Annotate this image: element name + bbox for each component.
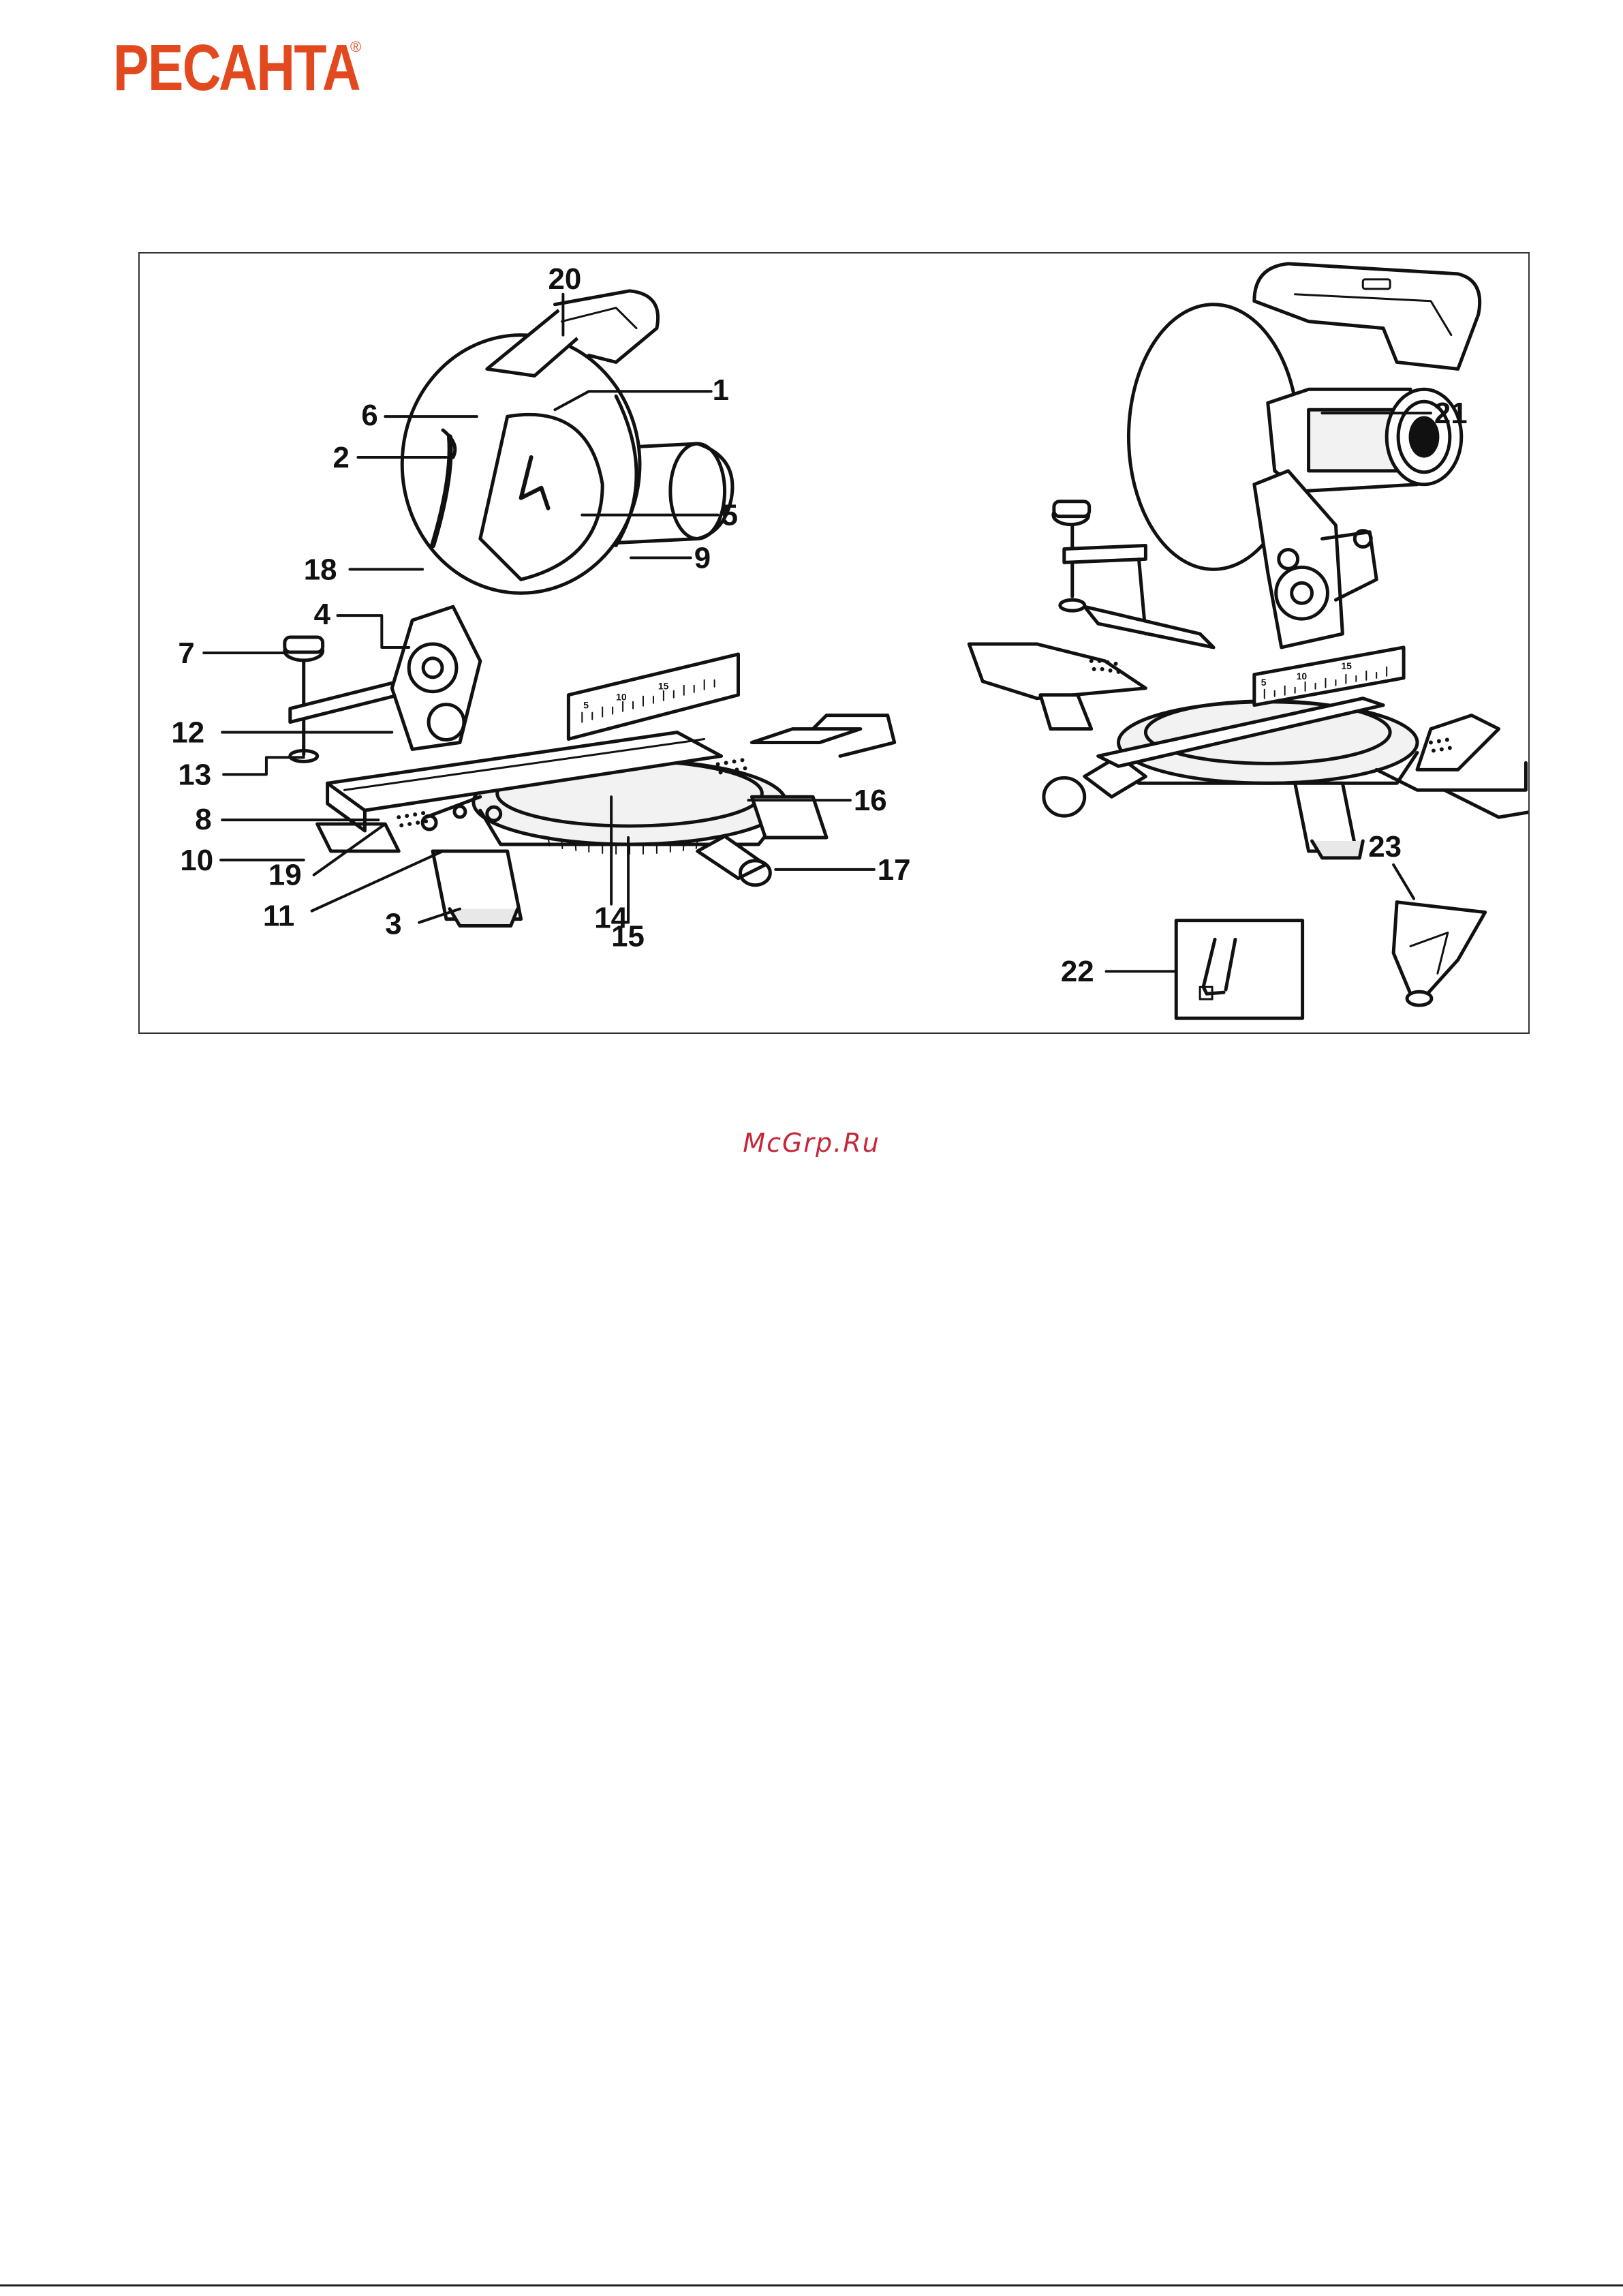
callout-6: 6 <box>361 399 377 432</box>
callout-19: 19 <box>268 859 302 892</box>
callout-20: 20 <box>548 262 581 296</box>
callout-2: 2 <box>333 441 350 474</box>
hex-key-box <box>1176 921 1302 1018</box>
ruler-left-15: 15 <box>658 681 669 692</box>
brand-logo: РЕСАНТА ® <box>113 34 414 102</box>
callout-18: 18 <box>304 553 337 586</box>
callout-9: 9 <box>694 541 711 575</box>
right-saw-drawing <box>969 264 1528 858</box>
ruler-right-15: 15 <box>1341 660 1352 671</box>
callout-17: 17 <box>878 853 911 887</box>
ruler-left-10: 10 <box>616 692 627 703</box>
brand-logo-text: РЕСАНТА <box>113 34 360 102</box>
callout-23: 23 <box>1368 830 1402 863</box>
registered-mark: ® <box>350 38 361 56</box>
callout-16: 16 <box>854 784 887 817</box>
parts-diagram-figure: 20 1 6 2 5 9 18 4 7 12 13 8 10 19 11 3 1… <box>138 252 1530 1034</box>
callout-7: 7 <box>178 637 194 670</box>
ruler-right-5: 5 <box>1261 677 1267 688</box>
watermark-text: McGrp.Ru <box>0 1128 1623 1158</box>
miter-saw-illustration: 20 1 6 2 5 9 18 4 7 12 13 8 10 19 11 3 1… <box>140 254 1528 1032</box>
callout-22: 22 <box>1061 955 1094 988</box>
callout-1: 1 <box>713 373 729 407</box>
callout-15: 15 <box>611 919 645 953</box>
callout-11: 11 <box>263 900 294 933</box>
footer-rule <box>0 2284 1623 2286</box>
callout-12: 12 <box>171 716 204 749</box>
callout-10: 10 <box>180 844 213 877</box>
ruler-left-5: 5 <box>583 700 589 711</box>
callout-21: 21 <box>1434 397 1468 430</box>
dust-nozzle <box>1393 902 1485 1005</box>
callout-3: 3 <box>385 908 401 941</box>
callout-8: 8 <box>195 803 211 836</box>
callout-13: 13 <box>178 758 211 791</box>
ruler-right-10: 10 <box>1297 671 1308 682</box>
callout-5: 5 <box>722 499 738 532</box>
callout-4: 4 <box>314 598 331 631</box>
